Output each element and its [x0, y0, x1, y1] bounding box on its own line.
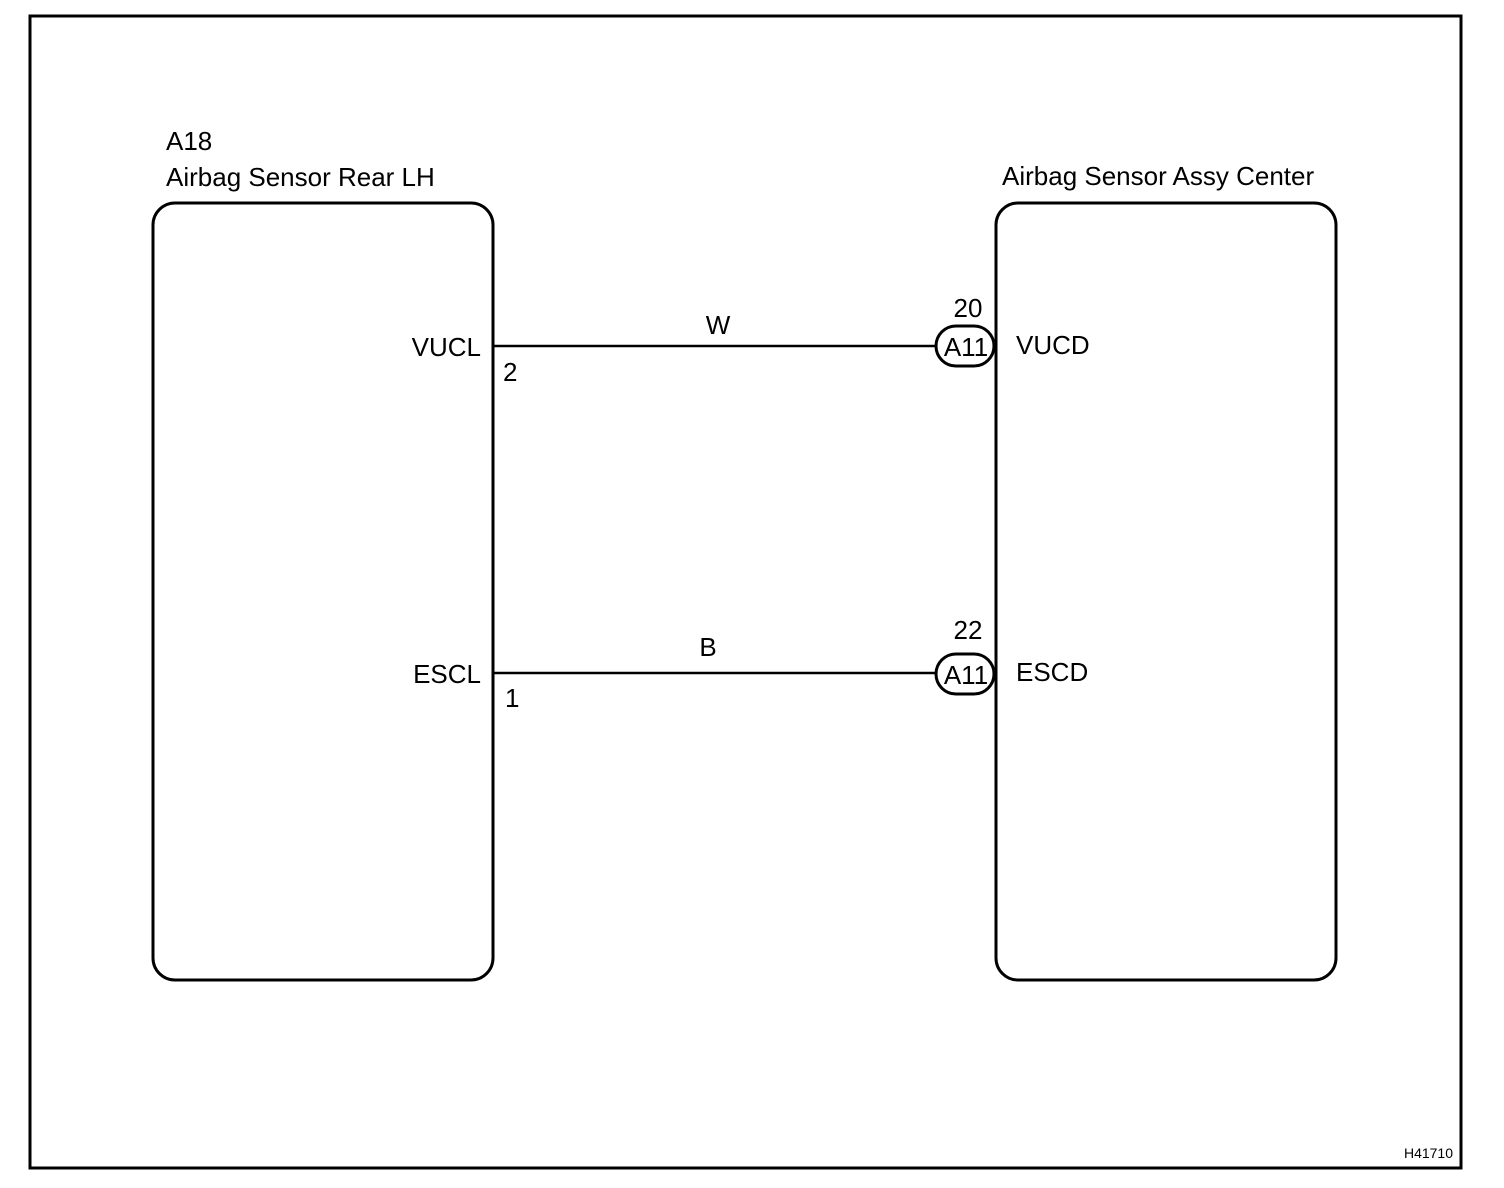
left-component-box [151, 201, 495, 982]
connector-label: A11 [944, 332, 988, 362]
left-pin-number: 1 [505, 683, 519, 713]
connector-badge [934, 652, 996, 696]
right-component-name: Airbag Sensor Assy Center [1002, 161, 1314, 191]
wire-color-label: B [699, 632, 716, 662]
right-terminal-label: ESCD [1016, 657, 1088, 687]
connector-label: A11 [944, 660, 988, 690]
left-terminal-label: ESCL [413, 659, 481, 689]
figure-code: H41710 [1404, 1145, 1453, 1161]
wire-escl-escd: B ESCL 1 22 A11 ESCD [413, 615, 1088, 713]
connector-badge [934, 324, 996, 368]
right-pin-number: 20 [954, 293, 983, 323]
right-pin-number: 22 [954, 615, 983, 645]
wire-vucl-vucd: W VUCL 2 20 A11 VUCD [412, 293, 1090, 387]
diagram-frame [28, 14, 1463, 1170]
wire-color-label: W [706, 310, 731, 340]
right-component-box [994, 201, 1338, 982]
right-terminal-label: VUCD [1016, 330, 1090, 360]
left-terminal-label: VUCL [412, 332, 481, 362]
left-component-code: A18 [166, 126, 212, 156]
left-component-name: Airbag Sensor Rear LH [166, 162, 435, 192]
left-pin-number: 2 [503, 357, 517, 387]
